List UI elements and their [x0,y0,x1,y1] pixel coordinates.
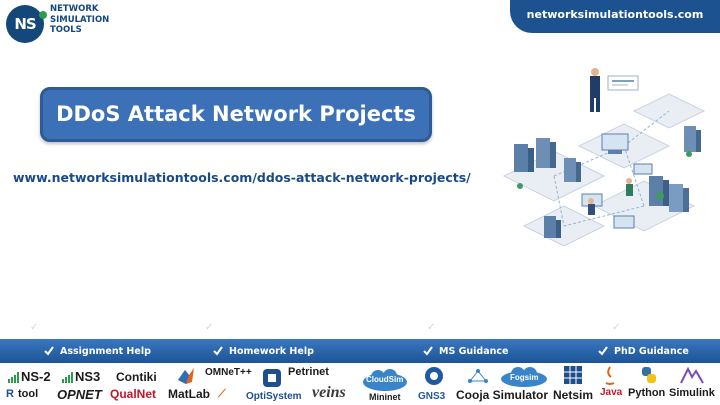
tool-simulink: Simulink [669,387,715,399]
network-nodes-icon [468,369,488,383]
logo-badge: NS [6,5,47,43]
tool-netsim: Netsim [553,388,594,402]
signal-bars-icon [8,372,19,383]
page-title: DDoS Attack Network Projects [40,87,432,142]
network-illustration [502,68,706,247]
logo-text: NETWORK SIMULATION TOOLS [50,4,109,36]
tools-strip: NS-2 NS3 Contiki OMNeT++ Petrinet CloudS… [0,363,720,405]
plants [517,151,692,200]
service-assignment-help[interactable]: Assignment Help [44,339,151,363]
tool-contiki: Contiki [116,370,157,384]
check-icon [423,346,433,356]
logo-line-3: TOOLS [50,25,82,35]
tool-omnet: OMNeT++ [205,367,252,378]
cloud-icon [363,369,407,391]
faded-service-2: ✓ [205,322,214,333]
tool-python: Python [628,387,666,399]
check-icon [213,346,223,356]
service-homework-help[interactable]: Homework Help [213,339,314,363]
service-label: Assignment Help [60,345,151,357]
tool-matlab: MatLab [168,387,210,401]
tool-mininet: Mininet [369,392,401,402]
gns3-icon [425,367,443,385]
service-label: PhD Guidance [614,345,689,357]
people-figures [588,68,633,215]
logo-line-1: NETWORK [50,4,99,14]
banner-sign [607,75,639,91]
site-link[interactable]: networksimulationtools.com [510,0,720,33]
matlab-icon [178,368,194,384]
service-phd-guidance[interactable]: PhD Guidance [598,339,689,363]
tool-rtool: RRtool [6,388,14,400]
tool-optisystem-mark: ⟋ [218,388,226,400]
service-ms-guidance[interactable]: MS Guidance [423,339,508,363]
tool-java: Java [600,387,623,398]
services-bar: Assignment Help Homework Help MS Guidanc… [0,339,720,363]
page-url-link[interactable]: www.networksimulationtools.com/ddos-atta… [13,170,471,185]
faded-service-3: ✓ [427,322,436,333]
tool-petrinet: Petrinet [288,366,329,378]
tool-cloudsim: CloudSim [366,375,404,384]
tool-opnet: OPNET [57,387,102,402]
check-icon [598,346,608,356]
tool-cooja: Cooja Simulator [456,388,549,402]
brand-logo[interactable]: NS NETWORK SIMULATION TOOLS [6,3,126,43]
netsim-icon [564,366,582,384]
python-icon [642,367,656,383]
fog-cloud-icon [501,367,547,387]
check-icon [44,346,54,356]
optisystem-icon [263,369,281,387]
service-label: MS Guidance [439,345,509,357]
logo-line-2: SIMULATION [50,14,110,25]
tool-ns2: NS-2 [21,369,51,384]
tool-rtool-label: tool [18,388,39,400]
service-label: Homework Help [229,345,314,357]
tool-qualnet: QualNet [110,387,157,401]
faded-services-row: ✓ ✓ ✓ ✓ [0,322,720,340]
server-racks [514,126,701,238]
simulink-icon [680,366,704,384]
tool-veins: veins [312,384,346,401]
faded-service-4: ✓ [612,322,621,333]
tool-ns3: NS3 [75,369,101,384]
tool-fogsim: Fogsim [510,373,539,382]
java-icon [605,366,615,385]
signal-bars-icon [62,372,73,383]
faded-service-1: ✓ [30,322,39,333]
tool-gns3: GNS3 [418,391,446,402]
tool-optisystem: OptiSystem [246,391,302,402]
